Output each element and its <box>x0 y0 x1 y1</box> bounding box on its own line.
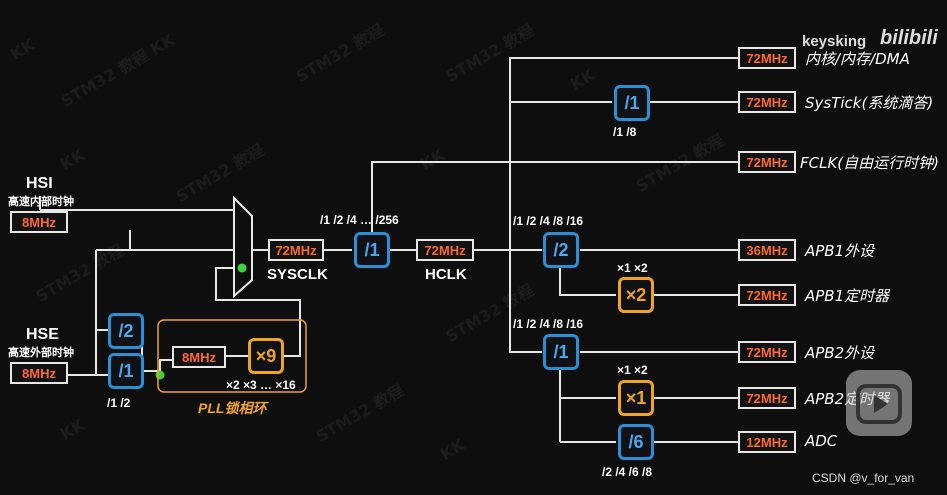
hclk-label: HCLK <box>425 266 467 283</box>
out-core-freq: 72MHz <box>738 47 796 69</box>
out-apb1-periph-label: APB1外设 <box>805 242 875 260</box>
pll-label: PLL锁相环 <box>198 400 267 416</box>
hse-div2: /2 <box>108 313 144 349</box>
play-icon[interactable] <box>846 370 912 436</box>
ahb-prescaler: /1 <box>354 232 390 268</box>
out-fclk-label: FCLK(自由运行时钟) <box>800 154 939 172</box>
adc-div-options: /2 /4 /6 /8 <box>602 465 653 479</box>
out-apb2-periph-label: APB2外设 <box>805 344 875 362</box>
hse-prediv-options: /1 /2 <box>107 396 131 410</box>
out-fclk-freq: 72MHz <box>738 151 796 173</box>
out-apb1-timer-label: APB1定时器 <box>805 287 890 305</box>
apb2-prescaler: /1 <box>543 334 579 370</box>
out-adc-label: ADC <box>805 432 838 450</box>
out-apb1-timer-freq: 72MHz <box>738 284 796 306</box>
out-core-label: 内核/内存/DMA <box>805 50 910 68</box>
apb2-timer-options: ×1 ×2 <box>617 363 648 377</box>
hsi-freq: 8MHz <box>10 211 68 233</box>
apb1-options: /1 /2 /4 /8 /16 <box>513 214 584 228</box>
bilibili-logo: bilibili <box>880 27 938 49</box>
pll-input-freq: 8MHz <box>172 346 226 368</box>
systick-div-options: /1 /8 <box>613 125 637 139</box>
sysclk-mux <box>233 195 253 299</box>
play-triangle-icon <box>856 384 902 424</box>
apb1-timer-multiplier: ×2 <box>618 277 654 313</box>
apb2-options: /1 /2 /4 /8 /16 <box>513 317 584 331</box>
ahb-options: /1 /2 /4 … /256 <box>320 213 399 227</box>
apb2-timer-multiplier: ×1 <box>618 380 654 416</box>
hse-freq: 8MHz <box>10 362 68 384</box>
hse-name: HSE <box>26 326 59 343</box>
hsi-name: HSI <box>26 175 53 192</box>
out-apb2-timer-freq: 72MHz <box>738 387 796 409</box>
hse-prediv: /1 <box>108 353 144 389</box>
pll-multiplier: ×9 <box>248 338 284 374</box>
out-apb2-periph-freq: 72MHz <box>738 341 796 363</box>
systick-divider: /1 <box>614 85 650 121</box>
out-adc-freq: 12MHz <box>738 431 796 453</box>
sysclk-freq: 72MHz <box>268 239 324 261</box>
pll-frame <box>157 319 307 393</box>
channel-name: keysking <box>802 33 867 50</box>
out-systick-label: SysTick(系统滴答) <box>805 94 934 112</box>
csdn-credit: CSDN @v_for_van <box>812 471 915 485</box>
mux-select-dot <box>237 263 247 273</box>
apb1-timer-options: ×1 ×2 <box>617 261 648 275</box>
out-systick-freq: 72MHz <box>738 91 796 113</box>
adc-prescaler: /6 <box>618 424 654 460</box>
pll-mul-options: ×2 ×3 … ×16 <box>226 378 296 392</box>
hclk-freq: 72MHz <box>416 239 474 261</box>
pll-source-dot <box>155 370 165 380</box>
hsi-desc: 高速内部时钟 <box>8 196 74 208</box>
out-apb1-periph-freq: 36MHz <box>738 239 796 261</box>
sysclk-label: SYSCLK <box>267 266 328 283</box>
hse-desc: 高速外部时钟 <box>8 347 74 359</box>
apb1-prescaler: /2 <box>543 232 579 268</box>
